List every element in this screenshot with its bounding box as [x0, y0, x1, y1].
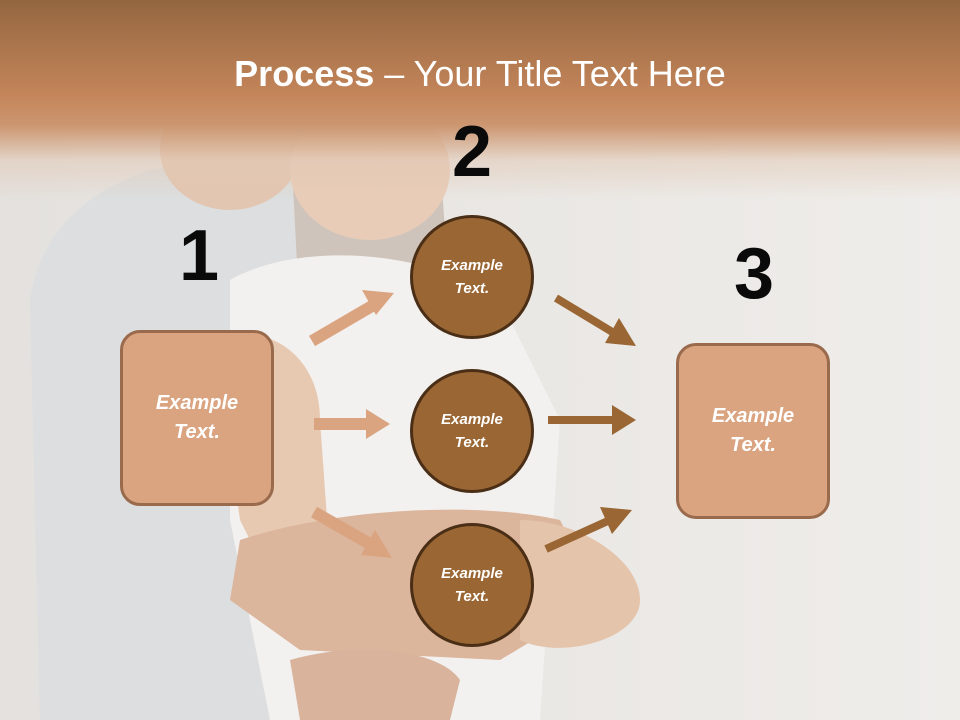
step3-box: Example Text.: [676, 343, 830, 519]
step1-box-text: Example Text.: [155, 392, 239, 443]
step2-circle-middle-text: Example Text.: [441, 411, 503, 451]
step1-box: Example Text.: [120, 330, 274, 506]
arrow-step1-to-bottom: [311, 506, 392, 558]
step-number-1: 1: [178, 216, 220, 296]
step2-circle-top: Example Text.: [410, 215, 534, 339]
step2-circle-bottom-text: Example Text.: [441, 565, 503, 605]
arrow-step1-to-top: [308, 290, 394, 347]
step-number-3: 3: [733, 234, 775, 314]
arrow-top-to-step3: [553, 294, 636, 346]
title-rest: – Your Title Text Here: [374, 53, 726, 94]
title-bold: Process: [234, 53, 375, 94]
arrow-step1-to-middle: [314, 409, 390, 439]
step2-circle-middle: Example Text.: [410, 369, 534, 493]
slide-title: Process – Your Title Text Here: [0, 52, 960, 96]
arrow-bottom-to-step3: [544, 507, 632, 553]
header-band: [0, 0, 960, 200]
step2-circle-bottom: Example Text.: [410, 523, 534, 647]
step2-circle-top-text: Example Text.: [441, 257, 503, 297]
arrow-middle-to-step3: [548, 405, 636, 435]
step-number-2: 2: [451, 112, 493, 192]
step3-box-text: Example Text.: [711, 405, 795, 456]
